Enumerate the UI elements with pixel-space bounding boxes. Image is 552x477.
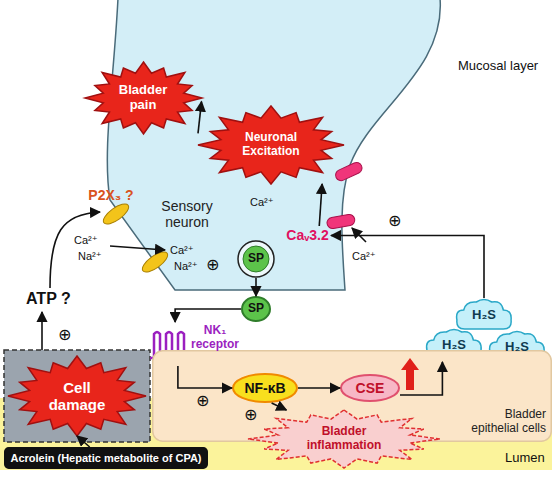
node-text: SP (248, 252, 264, 266)
node-text: Sensory neuron (155, 198, 219, 230)
label-holder: ⊕ (244, 406, 257, 424)
node-text: NF-κB (244, 380, 285, 396)
annotation-label: ⊕ (244, 406, 257, 423)
pain-burst: Bladder pain (85, 62, 202, 134)
excitation-burst: Neuronal Excitation (198, 106, 344, 184)
h2s-cloud: H₂S (488, 330, 546, 364)
annotation-label: ⊕ (206, 256, 219, 273)
label-holder: Ca²⁺ (352, 246, 376, 264)
label-holder: Ca²⁺ (74, 230, 98, 248)
p2x3-channel (139, 248, 170, 275)
node-text: Cell damage (44, 379, 110, 414)
label-holder: ATP ? (26, 290, 71, 308)
label-holder: Lumen (505, 448, 545, 466)
node-text: P2X₃ ? (88, 187, 133, 203)
node-text: H₂S (505, 340, 529, 355)
channel-label: Caᵥ3.2 (284, 226, 331, 245)
label-holder: Ca²⁺ (170, 240, 194, 258)
node-text: Neuronal Excitation (236, 131, 306, 159)
annotation-label: Ca²⁺ (250, 196, 274, 208)
release-arrow (41, 312, 43, 350)
influx-arrow (110, 246, 165, 250)
upregulation-arrow (401, 358, 419, 390)
nk1-receptor: NK₁ receptor (150, 322, 243, 366)
sensory-neuron: Sensory neuron Bladder painNeuronal Excit… (100, 0, 446, 292)
acrolein-box: Acrolein (Hepatic metabolite of CPA) (4, 447, 208, 469)
cse-oval: CSE (340, 374, 400, 402)
label-holder: Mucosal layer (458, 56, 538, 74)
annotation-label: Mucosal layer (458, 58, 538, 73)
label-holder: ⊕ (58, 326, 71, 344)
nfkb-oval: NF-κB (232, 373, 298, 403)
annotation-label: Ca²⁺ (170, 244, 194, 256)
inflammation-burst: Bladder inflammation (248, 410, 440, 468)
label-holder: Na²⁺ (174, 256, 198, 274)
label-holder: Na²⁺ (78, 246, 102, 264)
annotation-label: ⊕ (58, 326, 71, 343)
connector (77, 436, 90, 447)
node-text: Caᵥ3.2 (286, 227, 328, 243)
h2s-cloud: H₂S (425, 328, 483, 362)
label-holder: Ca²⁺ (250, 192, 274, 210)
damage-burst: Cell damage (8, 356, 146, 436)
node-text: CSE (356, 380, 385, 396)
annotation-label: Lumen (505, 450, 545, 465)
annotation-label: Na²⁺ (174, 260, 198, 272)
annotation-label: ⊕ (388, 212, 401, 229)
sp-vesicle: SP (237, 240, 275, 278)
label-holder: ⊕ (196, 392, 209, 410)
cav-channel (334, 161, 364, 183)
annotation-label: Ca²⁺ (352, 250, 376, 262)
node-text: Bladder pain (115, 83, 171, 113)
cav-channel (326, 214, 355, 230)
label-holder: ⊕ (206, 256, 219, 274)
connector (175, 309, 241, 322)
node-text: Bladder inflammation (298, 425, 390, 453)
h2s-cloud: H₂S (455, 298, 513, 332)
node-text: H₂S (472, 308, 496, 323)
damaged-cell-box (4, 350, 150, 442)
label-holder: ⊕ (388, 212, 401, 230)
annotation-label: Na²⁺ (78, 250, 102, 262)
channel-label: P2X₃ ? (86, 186, 136, 205)
calcium-arrow (352, 228, 366, 242)
node-text: Acrolein (Hepatic metabolite of CPA) (10, 452, 201, 465)
connector (331, 236, 484, 299)
p2x3-channel (100, 200, 131, 227)
annotation-label: Ca²⁺ (74, 234, 98, 246)
node-text: H₂S (442, 338, 466, 353)
node-text: SP (248, 302, 264, 316)
annotation-label: ATP ? (26, 290, 71, 307)
node-text: Bladder epithelial cells (454, 408, 546, 436)
sp-peptide: SP (241, 296, 271, 322)
node-text: NK₁ receptor (190, 324, 240, 352)
annotation-label: ⊕ (196, 392, 209, 409)
